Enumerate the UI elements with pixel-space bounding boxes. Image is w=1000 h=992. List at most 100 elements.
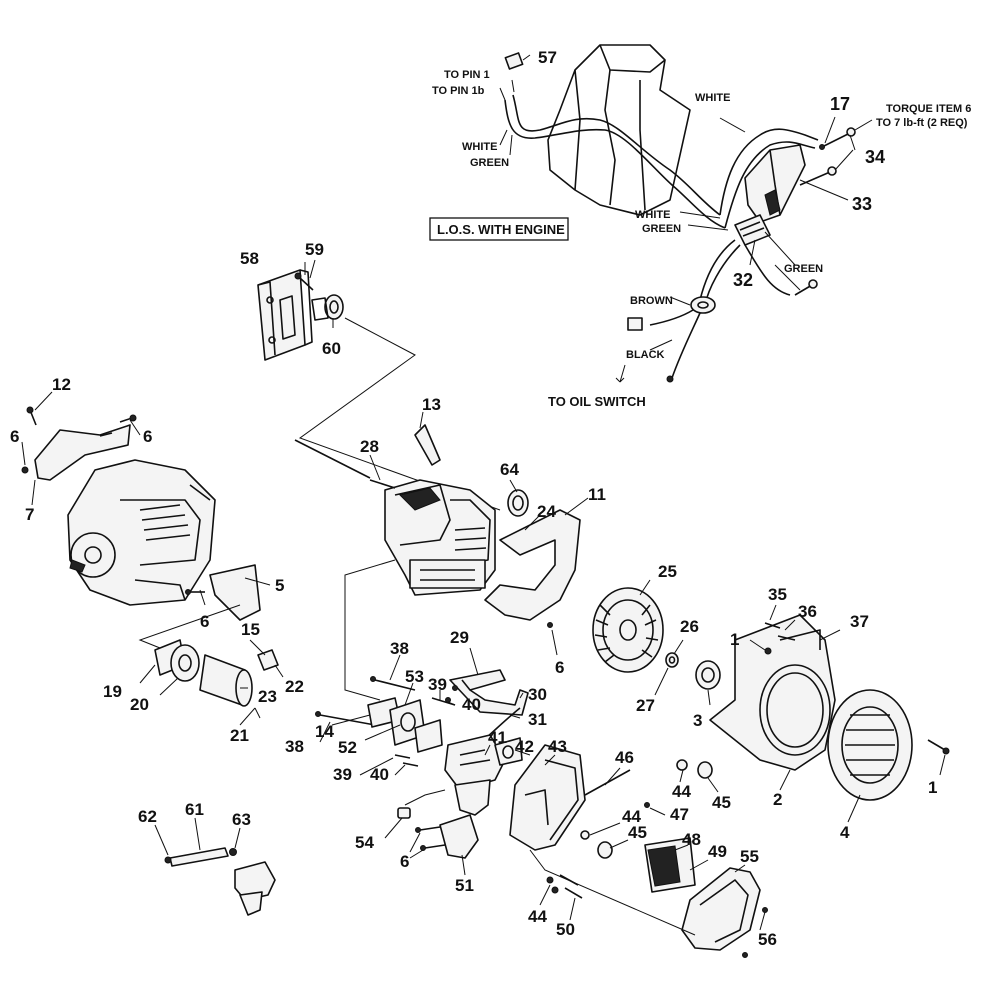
callout-64: 64 [500, 460, 519, 479]
bracket-51 [439, 814, 479, 859]
label-white-top: WHITE [695, 92, 730, 104]
callout-59: 59 [305, 240, 324, 259]
shield-5 [209, 564, 261, 621]
recoil-starter-4 [827, 689, 913, 801]
harness-wire-c [744, 244, 791, 296]
blower-housing-2 [709, 614, 836, 771]
callout-11: 11 [588, 485, 606, 504]
callout-22: 22 [285, 677, 304, 696]
ignition-module-33 [744, 144, 806, 223]
bolt-38 [370, 676, 416, 691]
callout-numbers: 57 17 34 33 32 58 59 60 12 6 6 7 13 28 6… [10, 48, 937, 949]
label-green-left: GREEN [470, 157, 509, 169]
callout-39b: 39 [333, 765, 352, 784]
label-black: BLACK [626, 349, 665, 361]
screws-12-6 [21, 406, 137, 474]
label-white-left: WHITE [462, 141, 497, 153]
cover-bracket-7 [34, 424, 131, 481]
part-57-clip [504, 52, 524, 70]
leader-lines [21, 54, 946, 931]
air-cleaner-cover-55 [681, 867, 761, 951]
black-wire [671, 312, 701, 379]
nut-44-45-mid [580, 802, 650, 859]
callout-6d: 6 [555, 658, 564, 677]
los-box: L.O.S. WITH ENGINE [429, 217, 569, 241]
callout-17: 17 [830, 94, 850, 114]
callout-56: 56 [758, 930, 777, 949]
callout-6e: 6 [400, 852, 409, 871]
callout-7: 7 [25, 505, 34, 524]
callout-38b: 38 [285, 737, 304, 756]
callout-46: 46 [615, 748, 634, 767]
pin-wire [512, 94, 721, 216]
callout-38a: 38 [390, 639, 409, 658]
crankcase-center [384, 479, 496, 596]
screws-34 [799, 127, 856, 186]
callout-52: 52 [338, 738, 357, 757]
callout-54: 54 [355, 833, 374, 852]
label-to-pin-1b: TO PIN 1b [432, 85, 485, 97]
callout-44a: 44 [672, 782, 691, 801]
callout-57: 57 [538, 48, 557, 67]
fuel-tank-outline [547, 44, 691, 216]
callout-24: 24 [537, 502, 556, 521]
pin-wire-2 [504, 99, 726, 229]
callout-49: 49 [708, 842, 727, 861]
callout-2: 2 [773, 790, 782, 809]
callout-26: 26 [680, 617, 699, 636]
gasket-60 [311, 294, 344, 321]
label-green-mid: GREEN [642, 223, 681, 235]
gasket-52 [414, 719, 443, 753]
callout-63: 63 [232, 810, 251, 829]
white-wire-2 [724, 141, 816, 229]
label-white-mid: WHITE [635, 209, 670, 221]
callout-32: 32 [733, 270, 753, 290]
white-wire [719, 128, 819, 216]
bolt-38b [315, 711, 376, 726]
callout-4: 4 [840, 823, 850, 842]
callout-48: 48 [682, 830, 701, 849]
callout-23: 23 [258, 687, 277, 706]
callout-25: 25 [658, 562, 677, 581]
screws-56 [742, 907, 768, 958]
fitting-15 [257, 649, 279, 671]
screw-59 [294, 272, 314, 291]
throttle-linkage-29 [449, 669, 529, 716]
carburetor-63 [234, 861, 276, 916]
plug-54 [397, 807, 411, 819]
black-terminal [666, 375, 674, 383]
callout-47: 47 [670, 805, 689, 824]
nut-44-50-bottom [546, 874, 583, 899]
callout-39a: 39 [428, 675, 447, 694]
callout-58: 58 [240, 249, 259, 268]
nut-44-45-top [676, 759, 713, 779]
callout-31: 31 [528, 710, 547, 729]
screws-6-bottom [415, 826, 446, 851]
callout-40a: 40 [462, 695, 481, 714]
label-to-oil-switch: TO OIL SWITCH [548, 394, 646, 409]
callout-62: 62 [138, 807, 157, 826]
callout-50: 50 [556, 920, 575, 939]
callout-35: 35 [768, 585, 787, 604]
callout-60: 60 [322, 339, 341, 358]
callout-40b: 40 [370, 765, 389, 784]
callout-36: 36 [798, 602, 817, 621]
callout-6c: 6 [200, 612, 209, 631]
callout-1b: 1 [928, 778, 937, 797]
rod-28 [294, 439, 396, 489]
adapter-20 [170, 644, 200, 682]
label-torque-2: TO 7 lb-ft (2 REQ) [876, 117, 968, 129]
filter-element-48 [644, 837, 696, 893]
callout-34: 34 [865, 147, 885, 167]
callout-42: 42 [515, 737, 534, 756]
callout-53: 53 [405, 667, 424, 686]
brown-connector [627, 317, 643, 331]
callout-61: 61 [185, 800, 204, 819]
callout-44b: 44 [622, 807, 641, 826]
ring-64 [507, 489, 529, 517]
callout-41: 41 [488, 728, 507, 747]
oil-filter-23 [199, 654, 253, 707]
callout-45b: 45 [628, 823, 647, 842]
label-los-with-engine: L.O.S. WITH ENGINE [437, 222, 565, 237]
connector-32 [734, 214, 771, 246]
